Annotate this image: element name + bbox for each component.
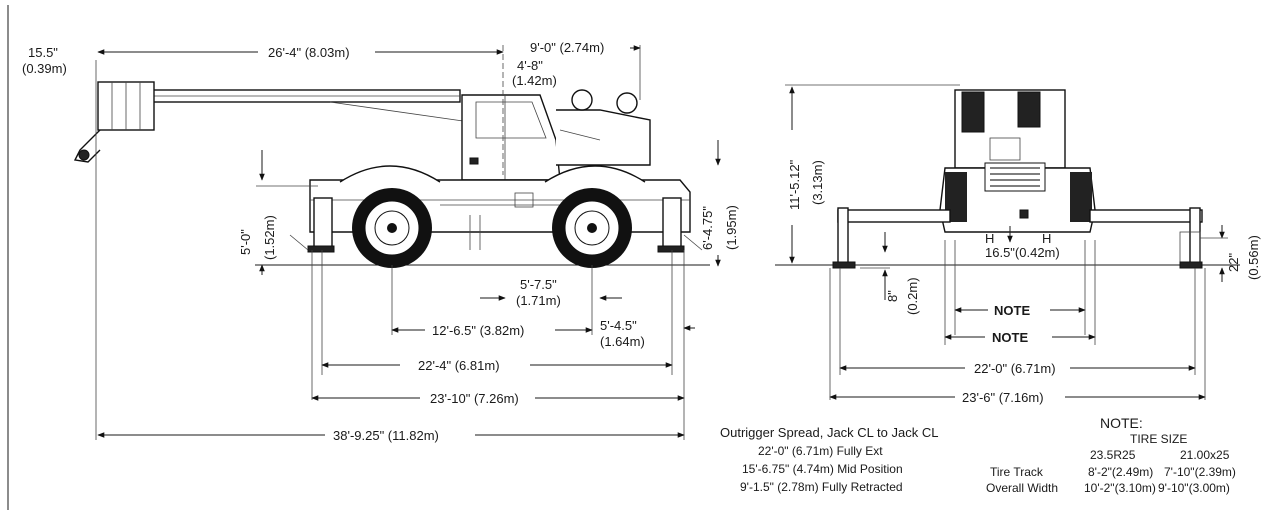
row-label-tire-track: Tire Track [990,465,1044,479]
row-tire-track-c1: 8'-2"(2.49m) [1088,465,1153,479]
note-table-subtitle: TIRE SIZE [1130,432,1187,446]
dim-rear-overhang: 5'-4.5" [600,318,637,333]
dim-jack-stroke: 8" [885,290,900,302]
dim-pad-height: 22" [1226,253,1241,272]
outrigger-spread-line-3: 9'-1.5" (2.78m) Fully Retracted [740,480,903,494]
dim-axle-offset-m: (1.71m) [516,293,561,308]
front-tire [352,188,432,268]
clearance-mark-right: H [1042,231,1051,246]
dim-overall-height: 11'-5.12" [787,159,802,210]
note-table-col2: 21.00x25 [1180,448,1230,462]
dim-axle-offset: 5'-7.5" [520,277,557,292]
row-label-overall-width: Overall Width [986,481,1058,495]
dim-overall-height-m: (3.13m) [810,160,825,205]
dim-overall-length: 38'-9.25" (11.82m) [333,428,439,443]
tire-note-table: NOTE: TIRE SIZE 23.5R25 21.00x25 Tire Tr… [986,415,1236,495]
dim-cab-offset: 4'-8" [517,58,543,73]
note-table-title: NOTE: [1100,415,1143,431]
outrigger-spread-note: Outrigger Spread, Jack CL to Jack CL 22'… [720,425,938,494]
clearance-mark-left: H [985,231,994,246]
row-overall-width-c2: 9'-10"(3.00m) [1158,481,1230,495]
outrigger-spread-title: Outrigger Spread, Jack CL to Jack CL [720,425,938,440]
dim-spread: 22'-0" (6.71m) [974,361,1056,376]
note-tire-track: NOTE [994,303,1030,318]
winch-drum [571,89,593,111]
note-table-col1: 23.5R25 [1090,448,1136,462]
front-view: 11'-5.12" (3.13m) 16.5"(0.42m) H H 8" (0… [775,84,1261,405]
dim-deck-height: 5'-0" [238,229,253,255]
dim-cab-width: 9'-0" (2.74m) [530,40,604,55]
rear-tire [552,188,632,268]
side-view: 26'-4" (8.03m) 15.5" (0.39m) 9'-0" (2.74… [22,40,739,443]
dim-head-offset-m: (0.39m) [22,61,67,76]
outriggers-side [289,197,703,253]
dim-jack-stroke-m: (0.2m) [905,277,920,315]
dim-ground-clearance: 16.5"(0.42m) [985,245,1060,260]
cab [461,89,651,181]
dim-pad-height-m: (0.56m) [1246,235,1261,280]
dim-rear-overhang-m: (1.64m) [600,334,645,349]
row-tire-track-c2: 7'-10"(2.39m) [1164,465,1236,479]
dim-overall-carrier: 23'-10" (7.26m) [430,391,519,406]
dim-head-offset: 15.5" [28,45,58,60]
note-overall-width: NOTE [992,330,1028,345]
dim-wheelbase: 12'-6.5" (3.82m) [432,323,524,338]
dim-cab-offset-m: (1.42m) [512,73,557,88]
row-overall-width-c1: 10'-2"(3.10m) [1084,481,1156,495]
dim-outrigger-base: 22'-4" (6.81m) [418,358,500,373]
dim-cab-height: 6'-4.75" [700,206,715,250]
outrigger-spread-line-2: 15'-6.75" (4.74m) Mid Position [742,462,903,476]
dim-spread-overall: 23'-6" (7.16m) [962,390,1044,405]
boom [73,81,471,163]
dim-cab-height-m: (1.95m) [724,205,739,250]
outrigger-spread-line-1: 22'-0" (6.71m) Fully Ext [758,444,883,458]
dim-deck-height-m: (1.52m) [262,215,277,260]
dim-boom-length: 26'-4" (8.03m) [268,45,350,60]
